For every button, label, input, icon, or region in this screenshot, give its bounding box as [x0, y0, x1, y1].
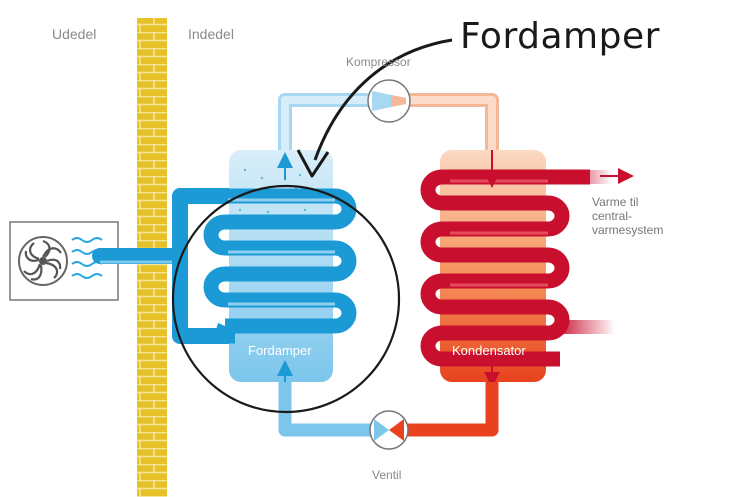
condenser-coil: [420, 169, 590, 367]
heat-output-line-3: varmesystem: [592, 223, 664, 237]
compressor-icon: [367, 79, 411, 123]
heat-output-line-1: Varme til: [592, 195, 639, 209]
discharge-pipe: [408, 93, 499, 152]
liquid-pipe-hot: [406, 382, 499, 437]
indoor-label: Indedel: [188, 26, 234, 42]
suction-pipe: [278, 93, 370, 150]
expansion-valve-icon: [369, 410, 409, 450]
valve-label: Ventil: [372, 468, 402, 482]
heat-output-line-2: central-: [592, 209, 633, 223]
compressor-label: Kompressor: [346, 55, 411, 69]
callout-arrowhead: [296, 149, 330, 178]
heat-output-label: Varme til central- varmesystem: [592, 195, 663, 237]
evaporator-callout-circle: [171, 184, 401, 414]
hot-return-pipe: [555, 320, 615, 334]
hot-outlet-pipe: [560, 170, 612, 184]
evaporator-coil: [203, 188, 357, 344]
callout-arrow: [313, 38, 453, 161]
condenser-label: Kondensator: [452, 343, 526, 358]
evaporator-label: Fordamper: [248, 343, 312, 358]
evaporator-feed-pipe: [172, 188, 235, 256]
fan-icon: [18, 236, 68, 286]
liquid-pipe-cold: [278, 382, 372, 437]
outdoor-label: Udedel: [52, 26, 97, 42]
evaporator-callout-label: Fordamper: [460, 16, 660, 57]
